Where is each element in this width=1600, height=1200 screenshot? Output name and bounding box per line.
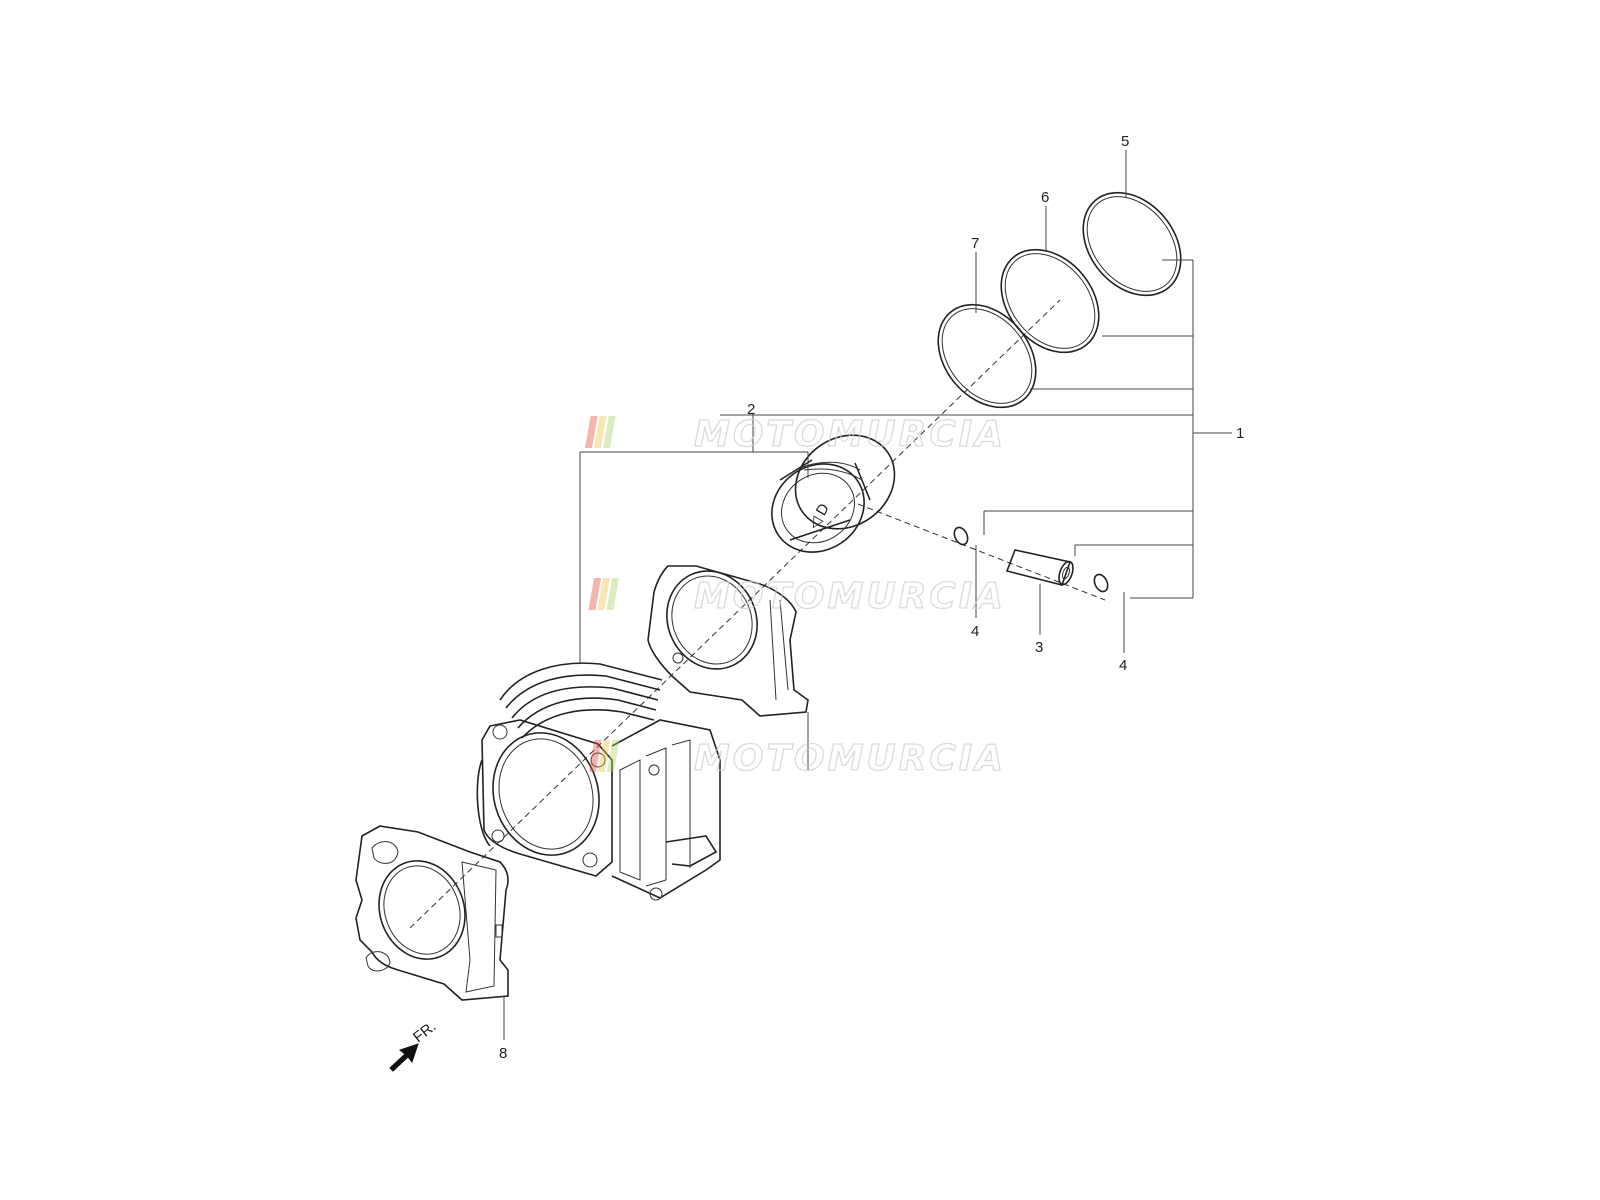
front-direction-arrow: FR.	[389, 1018, 440, 1072]
front-label: FR.	[410, 1018, 440, 1046]
watermark-text-2: MOTOMURCIA	[694, 576, 1006, 617]
callout-6: 6	[1041, 189, 1049, 206]
circlip-left[interactable]	[952, 525, 970, 546]
circlip-right[interactable]	[1092, 572, 1110, 593]
watermark-text-3: MOTOMURCIA	[694, 738, 1006, 779]
callout-7: 7	[971, 235, 979, 252]
watermark-text-1: MOTOMURCIA	[694, 414, 1006, 455]
cylinder-base-gasket[interactable]	[355, 825, 509, 1001]
piston-ring-second[interactable]	[981, 230, 1119, 371]
cylinder-block[interactable]	[476, 662, 721, 901]
watermark-3: MOTOMURCIA	[588, 737, 1006, 780]
callout-1: 1	[1236, 425, 1244, 442]
watermark-2: MOTOMURCIA	[588, 575, 1006, 618]
callout-3: 3	[1035, 639, 1043, 656]
piston-pin[interactable]	[1005, 549, 1076, 586]
callout-8: 8	[499, 1045, 507, 1062]
watermark-1: MOTOMURCIA	[585, 413, 1006, 456]
piston-oil-ring[interactable]	[918, 285, 1056, 426]
callout-4-left: 4	[971, 623, 979, 640]
leader-lines	[503, 150, 1232, 1040]
cylinder-top-gasket[interactable]	[647, 556, 809, 717]
callout-5: 5	[1121, 133, 1129, 150]
callout-2: 2	[747, 401, 755, 418]
piston-ring-top[interactable]	[1063, 173, 1201, 314]
callout-4-right: 4	[1119, 657, 1127, 674]
